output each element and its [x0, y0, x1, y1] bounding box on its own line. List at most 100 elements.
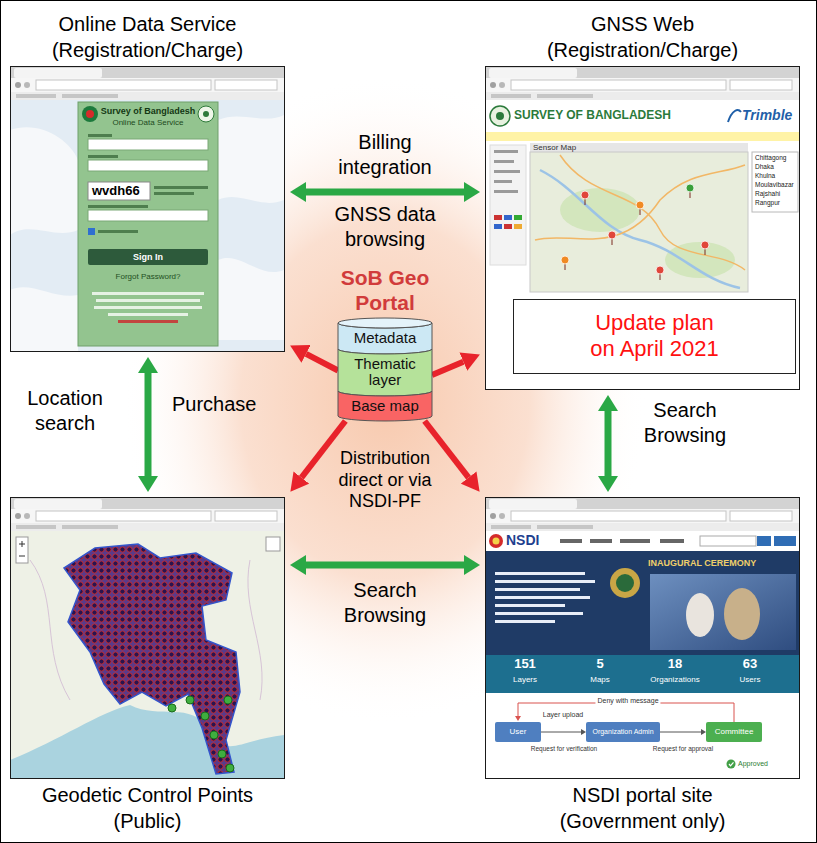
gnss-web-screenshot [728, 110, 741, 122]
gnss-web-screenshot [494, 170, 520, 173]
gnss-web-screenshot [490, 82, 496, 88]
database-cylinder: SoB Geo PortalMetadataThematic layerBase… [338, 318, 432, 421]
geodetic-control-points-screenshot [226, 764, 234, 772]
nsdi-portal-screenshot [489, 499, 577, 509]
database-layer: Base map [338, 391, 432, 417]
online-data-service-screenshot [154, 186, 208, 189]
geodetic-control-points-screenshot [201, 712, 209, 720]
screenshot-panel: Geodetic Control Points (Public) [10, 497, 285, 779]
nsdi-portal-screenshot [650, 574, 796, 650]
geodetic-control-points-screenshot [10, 509, 285, 523]
nsdi-portal-screenshot [485, 551, 800, 655]
stat-label: Users [740, 675, 761, 684]
nsdi-portal-screenshot [730, 511, 792, 521]
geodetic-control-points-screenshot [19, 541, 25, 556]
geodetic-control-points-screenshot [10, 497, 285, 779]
panel-caption: GNSS Web (Registration/Charge) [523, 11, 763, 63]
nsdi-portal-screenshot [586, 722, 660, 742]
online-data-service-screenshot [92, 292, 204, 295]
online-data-service-screenshot [10, 92, 285, 100]
gnss-web-screenshot [530, 143, 748, 152]
online-data-service-screenshot [36, 80, 211, 90]
geodetic-control-points-screenshot [15, 513, 21, 519]
geodetic-control-points-screenshot [168, 704, 176, 712]
nsdi-portal-screenshot [701, 729, 706, 735]
geodetic-control-points-screenshot [10, 497, 285, 509]
nsdi-portal-screenshot [660, 732, 701, 733]
gnss-web-screenshot [514, 224, 522, 229]
station-list-item: Chittagong [755, 154, 786, 161]
brand-logo-text: Trimble [742, 107, 792, 123]
gnss-web-screenshot [494, 150, 518, 153]
nsdi-portal-screenshot [511, 511, 726, 521]
geodetic-control-points-screenshot [36, 511, 211, 521]
nsdi-portal-screenshot [490, 513, 496, 519]
flow-label: Deny with message [595, 697, 660, 705]
gnss-web-screenshot [530, 152, 748, 292]
online-data-service-screenshot [88, 249, 208, 265]
gnss-web-screenshot [485, 92, 800, 100]
station-list-item: Dhaka [755, 163, 774, 170]
flow-label: Approved [738, 760, 768, 768]
nsdi-portal-screenshot [495, 572, 585, 575]
gnss-web-screenshot [585, 199, 586, 205]
gnss-web-screenshot [499, 82, 505, 88]
geodetic-control-points-screenshot [16, 525, 56, 529]
gnss-web-screenshot [504, 215, 512, 220]
online-data-service-screenshot [10, 66, 285, 352]
gnss-web-screenshot [565, 264, 566, 270]
panel-caption: Geodetic Control Points (Public) [28, 782, 268, 834]
arrow-label: GNSS data browsing [325, 202, 445, 252]
connectors [148, 192, 608, 565]
stat-number: 63 [743, 657, 757, 672]
gnss-web-screenshot [494, 160, 514, 163]
nsdi-portal-screenshot [489, 534, 503, 548]
online-data-service-screenshot [10, 66, 285, 78]
gnss-web-screenshot [491, 94, 531, 98]
nsdi-portal-screenshot [495, 612, 583, 615]
gnss-web-screenshot [690, 192, 691, 198]
gnss-web-screenshot [612, 239, 613, 245]
station-list-item: Rajshahi [755, 190, 780, 197]
online-data-service-screenshot [218, 115, 284, 203]
gnss-web-screenshot [485, 66, 800, 390]
geodetic-control-points-screenshot [215, 511, 277, 521]
link-text: Forgot Password? [116, 272, 181, 281]
online-data-service-screenshot [94, 306, 202, 309]
note-box: Update plan on April 2021 [513, 299, 796, 374]
nsdi-portal-screenshot [706, 722, 762, 742]
flow-label: Request for verification [531, 745, 597, 752]
gnss-web-screenshot [494, 180, 512, 183]
nsdi-portal-screenshot [700, 536, 756, 546]
online-data-service-screenshot [88, 155, 118, 158]
gnss-web-screenshot [581, 191, 589, 199]
online-data-service-screenshot [215, 80, 277, 90]
database-title: SoB Geo Portal [320, 265, 450, 315]
online-data-service-screenshot [14, 68, 102, 78]
gnss-web-screenshot [494, 224, 502, 229]
panel-caption: Online Data Service (Registration/Charge… [28, 11, 268, 63]
online-data-service-screenshot [118, 320, 178, 323]
layer-name: Base map [340, 398, 430, 415]
station-list-item: Rangpur [755, 199, 780, 206]
double-arrow [306, 189, 464, 196]
nsdi-portal-screenshot [541, 732, 581, 733]
nsdi-portal-screenshot [495, 620, 555, 623]
online-data-service-screenshot [10, 78, 285, 92]
online-data-service-screenshot [88, 210, 208, 221]
online-data-service-screenshot [88, 139, 208, 150]
online-data-service-screenshot [10, 287, 78, 351]
button-text: Sign In [133, 252, 163, 262]
gnss-web-screenshot [485, 78, 800, 92]
gnss-web-screenshot [504, 224, 512, 229]
site-logo-text: NSDI [506, 533, 539, 547]
captcha-code: wvdh66 [92, 184, 140, 199]
gnss-web-screenshot [656, 266, 664, 274]
flow-label: Request for approval [653, 745, 713, 752]
nsdi-portal-screenshot [515, 716, 521, 721]
nsdi-portal-screenshot [485, 497, 800, 779]
nsdi-portal-screenshot [620, 539, 650, 543]
gnss-web-screenshot [686, 184, 694, 192]
